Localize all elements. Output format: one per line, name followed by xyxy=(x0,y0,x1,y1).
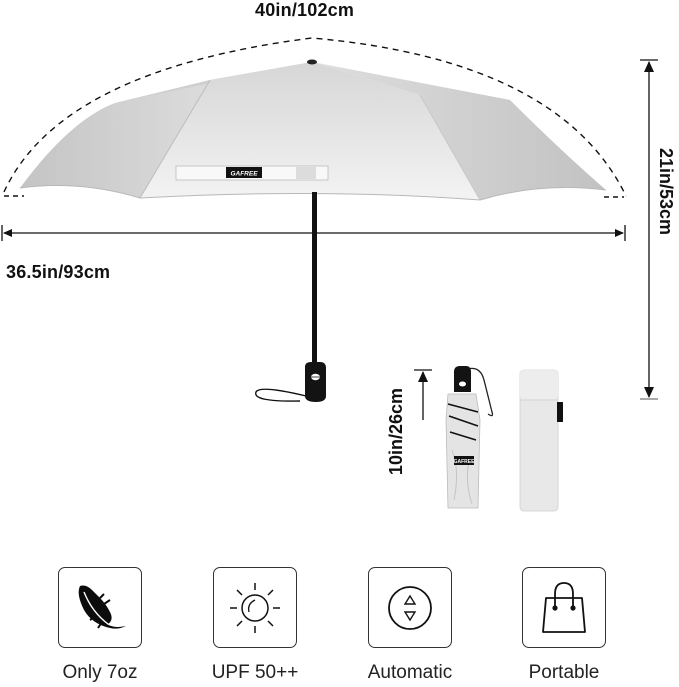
folded-brand-tag xyxy=(454,456,474,465)
feature-uv-protection: UPF 50++ xyxy=(211,567,299,684)
open-width-label: 36.5in/93cm xyxy=(6,262,111,282)
shaft xyxy=(312,192,317,367)
open-height-label: 21in/53cm xyxy=(656,148,676,236)
feature-label: Portable xyxy=(528,662,600,683)
canopy-brand-tag xyxy=(226,167,262,178)
feature-automatic: Automatic xyxy=(366,567,454,684)
folded-length-label: 10in/26cm xyxy=(386,388,406,476)
canopy: GAFREE xyxy=(19,59,607,201)
folded-length-dimension-line xyxy=(414,369,432,420)
feature-icon-box xyxy=(522,567,606,648)
handle xyxy=(255,362,326,402)
bag-icon xyxy=(542,581,586,633)
feature-portable: Portable xyxy=(520,567,608,684)
feather-icon xyxy=(78,585,127,629)
auto-open-close-icon xyxy=(388,585,432,630)
arc-length-dashed-line xyxy=(3,37,627,197)
feature-lightweight: Only 7oz xyxy=(56,567,144,684)
folded-brand-text: GAFREE xyxy=(454,459,476,465)
sheath-tag xyxy=(557,402,563,422)
feature-icon-box xyxy=(368,567,452,648)
feature-label: Automatic xyxy=(367,662,453,683)
canopy-brand-text: GAFREE xyxy=(230,171,258,178)
feature-icon-box xyxy=(213,567,297,648)
folded-umbrella-illustration: GAFREE xyxy=(440,360,580,520)
open-umbrella-illustration: GAFREE xyxy=(1,37,658,420)
height-dimension-line xyxy=(640,59,658,400)
feature-label: UPF 50++ xyxy=(211,662,299,683)
sun-icon xyxy=(230,582,280,633)
arc-length-label: 40in/102cm xyxy=(255,0,355,20)
umbrella-diagram-svg: GAFREE xyxy=(1,37,658,420)
feature-label: Only 7oz xyxy=(62,662,138,683)
feature-icon-box xyxy=(58,567,142,648)
